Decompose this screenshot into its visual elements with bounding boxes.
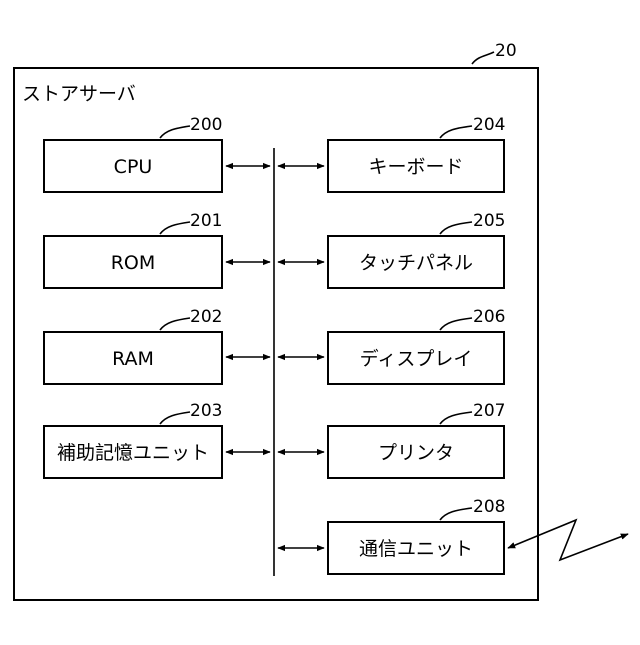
keyboard-label: キーボード bbox=[368, 156, 463, 178]
communication-unit-ref-number: 208 bbox=[473, 497, 505, 517]
auxiliary-storage-ref-number: 203 bbox=[190, 401, 222, 421]
auxiliary-storage-label: 補助記憶ユニット bbox=[57, 442, 209, 464]
cpu-label: CPU bbox=[114, 156, 153, 178]
touch-panel-label: タッチパネル bbox=[359, 252, 473, 274]
ram-ref-number: 202 bbox=[190, 307, 222, 327]
communication-unit-label: 通信ユニット bbox=[359, 538, 473, 560]
cpu-ref-number: 200 bbox=[190, 115, 222, 135]
ram-label: RAM bbox=[112, 348, 154, 370]
display-ref-number: 206 bbox=[473, 307, 505, 327]
rom-label: ROM bbox=[111, 252, 156, 274]
server-ref-number: 20 bbox=[495, 41, 517, 61]
rom-ref-number: 201 bbox=[190, 211, 222, 231]
printer-ref-number: 207 bbox=[473, 401, 505, 421]
server-ref-leader bbox=[472, 52, 494, 64]
keyboard-ref-number: 204 bbox=[473, 115, 505, 135]
display-label: ディスプレイ bbox=[360, 348, 473, 370]
store-server-title: ストアサーバ bbox=[22, 83, 136, 105]
printer-label: プリンタ bbox=[378, 442, 454, 464]
touch-panel-ref-number: 205 bbox=[473, 211, 505, 231]
